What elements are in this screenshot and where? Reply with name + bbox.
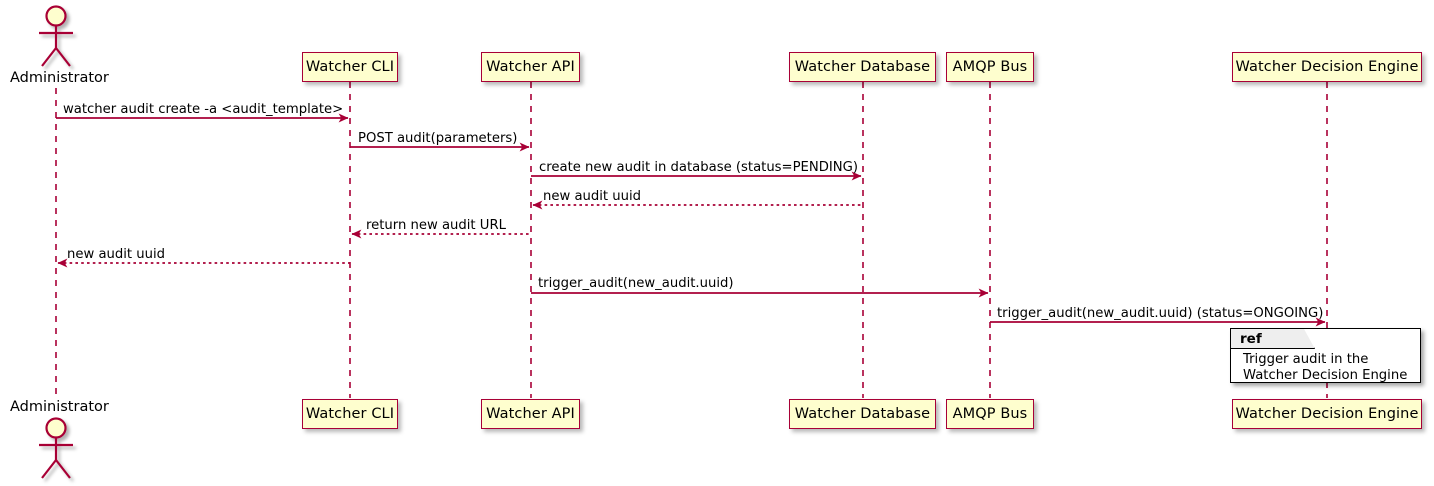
ref-fragment-tab-label: ref (1240, 330, 1262, 347)
actor-administrator-top (39, 5, 73, 67)
actor-label-administrator-top: Administrator (10, 70, 109, 86)
participant-box-watcher-decision-engine-top[interactable]: Watcher Decision Engine (1232, 52, 1422, 82)
participant-box-watcher-database-bottom[interactable]: Watcher Database (789, 399, 936, 429)
participant-label: Watcher Database (794, 58, 931, 75)
ref-fragment-trigger-audit[interactable]: ref Trigger audit in the Watcher Decisio… (1230, 328, 1421, 383)
participant-box-watcher-database-top[interactable]: Watcher Database (789, 52, 936, 82)
participant-box-watcher-cli-bottom[interactable]: Watcher CLI (302, 399, 398, 429)
participant-box-watcher-api-bottom[interactable]: Watcher API (481, 399, 580, 429)
participant-label: Watcher CLI (305, 58, 395, 75)
actor-label-administrator-bottom: Administrator (10, 399, 109, 415)
message-label-5: return new audit URL (366, 218, 506, 233)
actor-administrator-bottom (39, 417, 73, 479)
ref-fragment-line-2: Watcher Decision Engine (1243, 368, 1408, 383)
message-label-8: trigger_audit(new_audit.uuid) (status=ON… (997, 306, 1324, 321)
message-label-2: POST audit(parameters) (358, 131, 518, 146)
message-label-6: new audit uuid (67, 247, 166, 262)
message-arrows (56, 113, 1326, 327)
participant-label: Watcher Decision Engine (1235, 58, 1419, 75)
participant-label: Watcher API (486, 58, 575, 75)
message-label-3: create new audit in database (status=PEN… (539, 160, 859, 175)
participant-box-watcher-cli-top[interactable]: Watcher CLI (302, 52, 398, 82)
participant-label: AMQP Bus (952, 405, 1028, 422)
participant-label: Watcher Decision Engine (1235, 405, 1419, 422)
participant-box-watcher-decision-engine-bottom[interactable]: Watcher Decision Engine (1232, 399, 1422, 429)
message-label-7: trigger_audit(new_audit.uuid) (538, 276, 734, 291)
participant-box-watcher-api-top[interactable]: Watcher API (481, 52, 580, 82)
participant-label: Watcher API (486, 405, 575, 422)
participant-box-amqp-bus-bottom[interactable]: AMQP Bus (946, 399, 1034, 429)
participant-label: Watcher Database (794, 405, 931, 422)
participant-label: AMQP Bus (952, 58, 1028, 75)
ref-fragment-body: Trigger audit in the Watcher Decision En… (1243, 352, 1407, 384)
lifeline-group (55, 82, 1328, 398)
ref-fragment-tab: ref (1231, 329, 1315, 349)
participant-box-amqp-bus-top[interactable]: AMQP Bus (946, 52, 1034, 82)
message-label-1: watcher audit create -a <audit_template> (63, 102, 344, 117)
participant-label: Watcher CLI (305, 405, 395, 422)
ref-fragment-line-1: Trigger audit in the (1243, 352, 1369, 367)
message-label-4: new audit uuid (543, 189, 642, 204)
